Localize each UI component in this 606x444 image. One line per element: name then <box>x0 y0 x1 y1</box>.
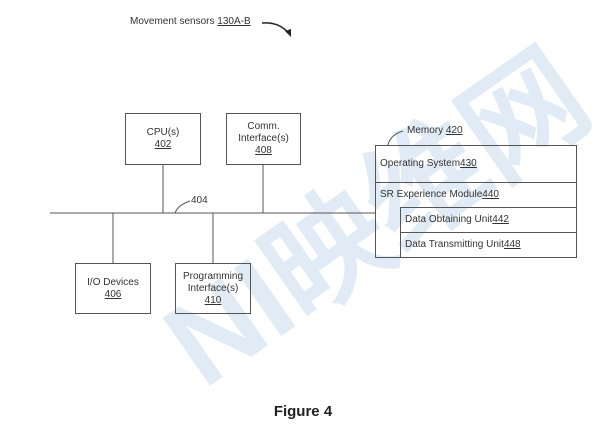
memory-box: Operating System 430 SR Experience Modul… <box>375 145 577 258</box>
memory-row-sr-experience-module: SR Experience Module 440 <box>376 182 576 207</box>
os-text: Operating System <box>380 158 461 169</box>
programming-interface-box: Programming Interface(s) 410 <box>175 263 251 314</box>
io-label: I/O Devices <box>87 276 139 288</box>
prog-label-line2: Interface(s) <box>187 282 239 294</box>
data-obtaining-text: Data Obtaining Unit <box>405 214 493 225</box>
figure-caption: Figure 4 <box>273 403 333 420</box>
movement-sensors-text: Movement sensors <box>130 16 218 27</box>
prog-label-line1: Programming <box>182 270 244 282</box>
memory-leader-line <box>387 130 404 146</box>
comm-interface-box: Comm. Interface(s) 408 <box>226 113 301 165</box>
movement-sensors-label: Movement sensors 130A-B <box>130 16 251 28</box>
data-transmitting-text: Data Transmitting Unit <box>405 239 504 250</box>
memory-label: Memory 420 <box>407 125 463 137</box>
cpu-ref: 402 <box>154 139 172 150</box>
sensors-arrow-line <box>261 22 289 34</box>
bus-ref-label: 404 <box>191 195 208 206</box>
sensors-arrow-head <box>285 29 291 37</box>
memory-ref: 420 <box>445 125 463 136</box>
memory-row-data-transmitting-unit: Data Transmitting Unit 448 <box>401 232 576 257</box>
prog-ref: 410 <box>204 294 222 306</box>
cpu-box: CPU(s) 402 <box>125 113 201 165</box>
memory-row-operating-system: Operating System 430 <box>376 146 576 182</box>
data-obtaining-ref: 442 <box>492 214 509 225</box>
os-ref: 430 <box>460 158 477 169</box>
sr-module-text: SR Experience Module <box>380 189 483 200</box>
cpu-label: CPU(s) <box>146 127 180 138</box>
memory-row-data-obtaining-unit: Data Obtaining Unit 442 <box>401 207 576 232</box>
movement-sensors-ref: 130A-B <box>217 16 251 27</box>
io-devices-box: I/O Devices 406 <box>75 263 151 314</box>
comm-label-line1: Comm. <box>247 121 280 132</box>
sr-module-ref: 440 <box>482 189 499 200</box>
data-transmitting-ref: 448 <box>503 239 521 250</box>
comm-label-line2: Interface(s) <box>238 133 289 144</box>
sr-module-sub-container: Data Obtaining Unit 442 Data Transmittin… <box>400 207 576 257</box>
io-ref: 406 <box>104 288 122 300</box>
memory-label-text: Memory <box>407 125 446 136</box>
bus-leader-line <box>174 200 191 214</box>
comm-ref: 408 <box>255 145 272 156</box>
